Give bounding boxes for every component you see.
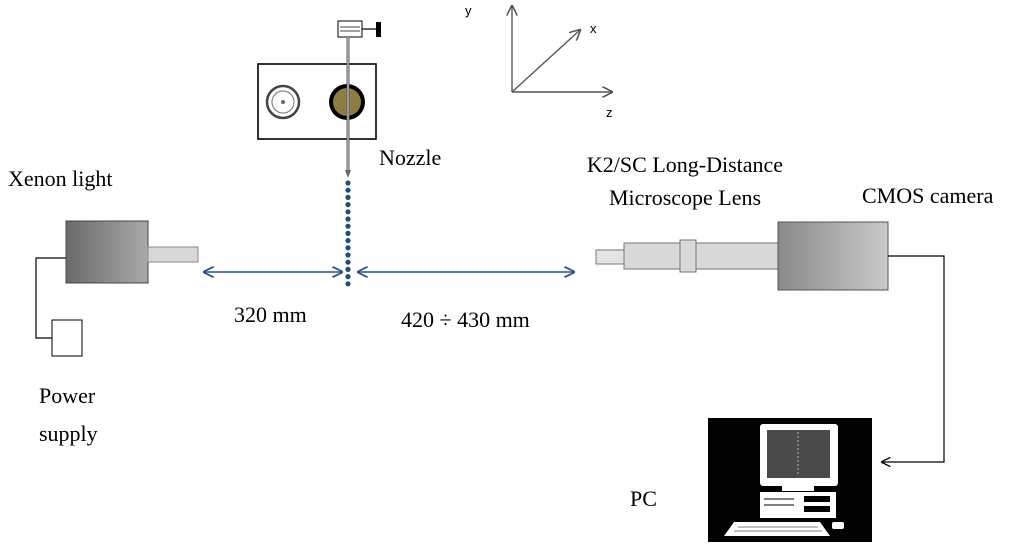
droplet [345, 180, 351, 186]
pc-computer [708, 418, 872, 542]
droplet [345, 223, 351, 229]
coordinate-axes [512, 6, 612, 92]
droplet [345, 245, 351, 251]
power-supply-box [51, 319, 83, 357]
lens-label-line1: K2/SC Long-Distance [586, 152, 784, 177]
droplet [345, 281, 351, 287]
distance-label-nozzle-to-lens: 420 ÷ 430 mm [401, 307, 530, 332]
droplet [345, 187, 351, 193]
droplet [345, 216, 351, 222]
xenon-light-label: Xenon light [8, 166, 113, 191]
microscope-lens [595, 239, 779, 273]
nozzle-holder [257, 63, 377, 140]
droplet [345, 209, 351, 215]
droplet [345, 252, 351, 258]
power-supply-label-line1: Power [39, 383, 96, 408]
power-supply-label-line2: supply [39, 421, 98, 446]
cmos-camera-label: CMOS camera [862, 183, 994, 208]
droplet [345, 230, 351, 236]
nozzle-needle [345, 37, 351, 178]
droplet [345, 194, 351, 200]
droplet [345, 202, 351, 208]
xenon-light-source [65, 220, 199, 284]
axis-label-y: y [465, 3, 472, 18]
distance-label-light-to-nozzle: 320 mm [234, 302, 307, 327]
droplet [345, 238, 351, 244]
pc-label: PC [630, 486, 657, 511]
nozzle-label: Nozzle [379, 145, 442, 170]
droplet-stream [345, 180, 351, 287]
axis-label-x: x [590, 21, 597, 36]
droplet [345, 259, 351, 265]
droplet [345, 266, 351, 272]
cmos-camera-body [777, 221, 889, 291]
camera-to-pc-cable [882, 255, 945, 462]
droplet [345, 274, 351, 280]
power-cable [35, 257, 66, 339]
nozzle-screw [337, 20, 381, 38]
axis-label-z: z [606, 105, 613, 120]
lens-label-line2: Microscope Lens [608, 185, 762, 210]
